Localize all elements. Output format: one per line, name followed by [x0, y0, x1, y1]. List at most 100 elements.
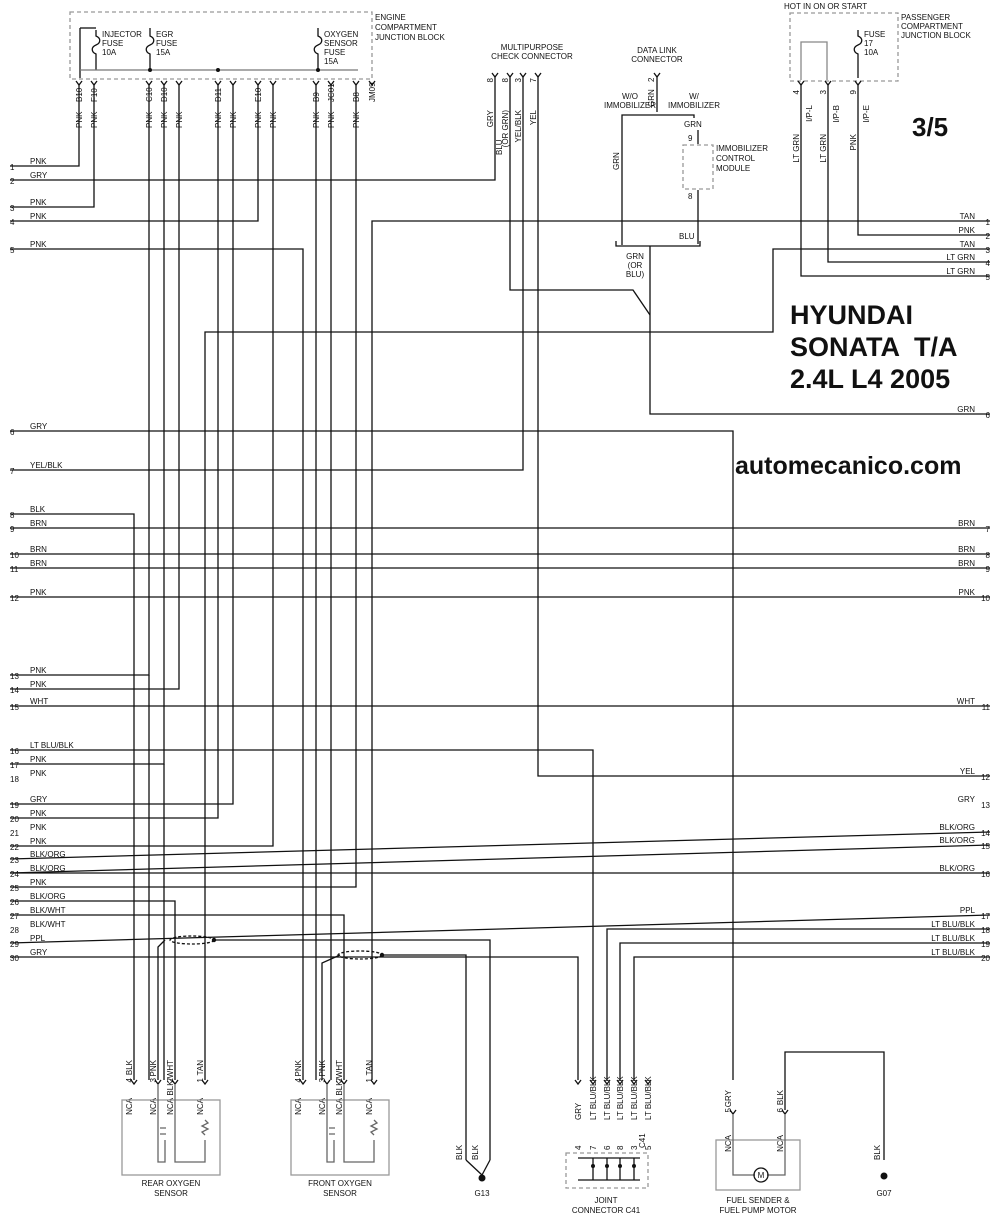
connector-pin-label: 3 [149, 1077, 158, 1082]
right-wire-number: 3 [986, 246, 991, 255]
connector-pin-label: 2 [647, 77, 656, 82]
sensor-element-icon [160, 1127, 166, 1135]
rear-oxygen-sensor [121, 1099, 221, 1176]
sensor-title: SENSOR [154, 1189, 188, 1198]
right-wire-color: WHT [957, 697, 975, 706]
connector-pin-label: 9 [849, 89, 858, 94]
wire [10, 76, 524, 471]
left-wire-color: GRY [30, 171, 48, 180]
right-wire-color: BRN [958, 519, 975, 528]
wire-color-label: LT BLU/BLK [589, 1076, 598, 1120]
heater-icon [200, 1119, 210, 1136]
junction-block-title: COMPARTMENT [901, 22, 963, 31]
wire [321, 954, 341, 1080]
left-wire-number: 27 [10, 912, 19, 921]
left-wire-color: PNK [30, 878, 47, 887]
left-wire-color: BLK/ORG [30, 864, 66, 873]
vehicle-engine: 2.4L L4 2005 [790, 364, 951, 394]
connector-pin-label: 2 [166, 1077, 175, 1082]
fuse-label: FUSE [324, 48, 345, 57]
connector-title: DATA LINK [637, 46, 677, 55]
wire [10, 84, 180, 690]
right-wire-number: 20 [981, 954, 990, 963]
wire-color-label: BLK [125, 1059, 134, 1075]
wire-color-label: YEL/BLK [514, 109, 523, 142]
connector-pin-label: 3 [819, 89, 828, 94]
right-wire-number: 13 [981, 801, 990, 810]
connector-pin-label: 3 [630, 1145, 639, 1150]
right-wire-color: LT BLU/BLK [931, 948, 975, 957]
left-wire-color: PNK [30, 809, 47, 818]
wire-color-label: BLU [679, 232, 695, 241]
left-wire-number: 28 [10, 926, 19, 935]
wire [619, 942, 990, 1080]
fuse-label: FUSE [102, 39, 123, 48]
left-wire-number: 16 [10, 747, 19, 756]
nca-label: NCA [125, 1097, 134, 1115]
connector-pin-label: 9 [688, 134, 693, 143]
connector-pin-label: 4 [574, 1145, 583, 1150]
wire [10, 513, 135, 1080]
internal-wire [800, 41, 828, 80]
motor-icon [753, 1167, 769, 1183]
connector-pin-label: 6 [776, 1107, 785, 1112]
nca-label: NCA [335, 1097, 344, 1115]
sensor-title: FRONT OXYGEN [308, 1179, 372, 1188]
connector-pin-label: 6 [603, 1145, 612, 1150]
connector-title: CONNECTOR [631, 55, 683, 64]
wire-color-label: BLK [776, 1089, 785, 1105]
connector-pin-label: 3 [514, 77, 523, 82]
left-wire-color: PNK [30, 240, 47, 249]
right-wire-color: BRN [958, 545, 975, 554]
right-wire-number: 6 [986, 411, 991, 420]
connector-id-label: I/P-B [832, 105, 841, 123]
splice-dot [880, 1172, 888, 1180]
left-wire-number: 14 [10, 686, 19, 695]
left-wire-color: PNK [30, 823, 47, 832]
connector-pin [201, 1079, 209, 1086]
wire [633, 956, 990, 1080]
wire-color-label: GRN [684, 120, 702, 129]
right-wire-number: 8 [986, 551, 991, 560]
fuse-icon [145, 30, 155, 70]
wire [10, 900, 176, 1080]
connector-pin-label: 2 [335, 1077, 344, 1082]
sensor-internal [157, 1084, 166, 1163]
right-wire-color: TAN [960, 212, 976, 221]
wire-color-label: LT BLU/BLK [630, 1076, 639, 1120]
site-watermark: automecanico.com [735, 452, 962, 480]
left-wire-number: 9 [10, 525, 15, 534]
motor-label: M [758, 1171, 765, 1180]
fuse-label: EGR [156, 30, 174, 39]
splice-dot [618, 1164, 622, 1168]
splice-dot [316, 68, 320, 72]
left-wire-color: PNK [30, 157, 47, 166]
wire [157, 939, 166, 1080]
vehicle-model: SONATA T/A [790, 332, 958, 362]
fuse-label: FUSE [156, 39, 177, 48]
right-wire-number: 17 [981, 912, 990, 921]
right-wire-number: 2 [986, 232, 991, 241]
wire [10, 84, 357, 888]
left-wire-color: BLK/WHT [30, 906, 66, 915]
wire-color-label: (OR [628, 261, 643, 270]
right-wire-color: GRN [957, 405, 975, 414]
connector-pin-label: 8 [688, 192, 693, 201]
left-wire-number: 5 [10, 246, 15, 255]
right-wire-number: 9 [986, 565, 991, 574]
left-wire-number: 29 [10, 940, 19, 949]
connector-pin-label: 8 [486, 77, 495, 82]
connector-pin [370, 1079, 378, 1086]
pump-internal [732, 1114, 755, 1176]
connector-pin-label: 8 [501, 77, 510, 82]
fuse-label: 15A [324, 57, 339, 66]
right-wire-color: LT BLU/BLK [931, 934, 975, 943]
connector-title: CONNECTOR C41 [572, 1206, 641, 1215]
wire-color-label: GRN [626, 252, 644, 261]
right-wire-color: BLK/ORG [939, 836, 975, 845]
connector-pin-label: 4 [125, 1077, 134, 1082]
front-oxygen-sensor [290, 1099, 390, 1176]
fuse-icon [853, 30, 863, 78]
wire-color-label: PNK [849, 133, 858, 150]
nca-label: NCA [166, 1097, 175, 1115]
